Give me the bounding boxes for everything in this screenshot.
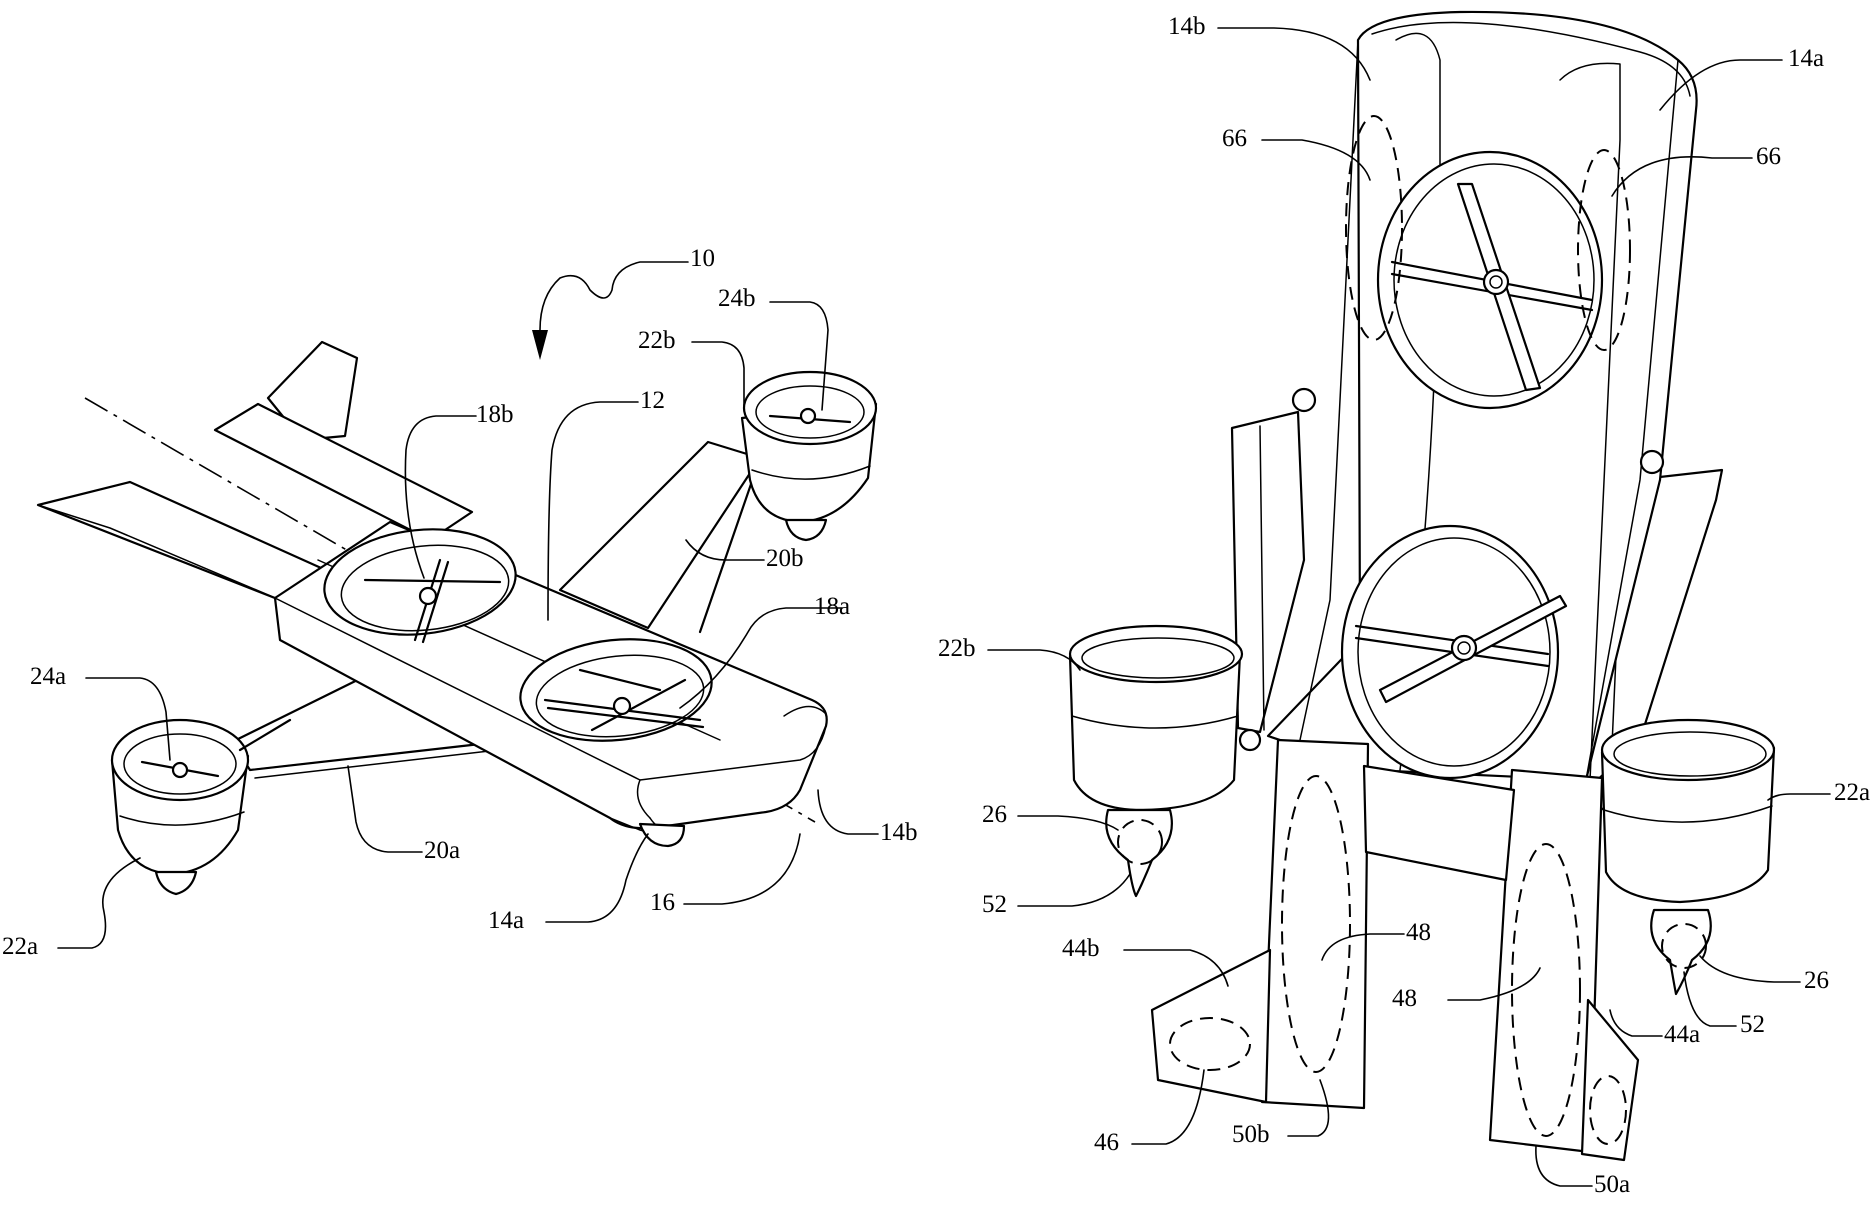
engine-pod-22b-vertical xyxy=(1070,626,1242,896)
leader-22a-right xyxy=(1768,794,1830,800)
label-14a-right: 14a xyxy=(1788,45,1824,72)
label-48-lower: 48 xyxy=(1392,985,1417,1012)
label-22b: 22b xyxy=(638,327,676,354)
leader-44a xyxy=(1610,1010,1662,1036)
leader-14b xyxy=(818,790,878,834)
label-18b: 18b xyxy=(476,401,514,428)
leader-20a xyxy=(348,766,422,852)
leg-crossbar xyxy=(1364,766,1514,880)
leader-10 xyxy=(540,262,688,330)
label-20b: 20b xyxy=(766,545,804,572)
leg-left xyxy=(1262,740,1368,1108)
label-52-right: 52 xyxy=(1740,1011,1765,1038)
label-14b-right: 14b xyxy=(1168,13,1206,40)
label-46: 46 xyxy=(1094,1129,1119,1156)
label-44b: 44b xyxy=(1062,935,1100,962)
label-22a-right: 22a xyxy=(1834,779,1870,806)
leader-22b-right xyxy=(988,650,1080,670)
foot-44b xyxy=(1152,950,1270,1102)
label-48-upper: 48 xyxy=(1406,919,1431,946)
stabilizer-left xyxy=(38,482,330,600)
leader-52-left xyxy=(1018,874,1130,906)
aircraft-horizontal-view xyxy=(38,342,876,894)
label-18a: 18a xyxy=(814,593,850,620)
label-24b: 24b xyxy=(718,285,756,312)
label-24a: 24a xyxy=(30,663,66,690)
engine-pod-22a-vertical xyxy=(1602,720,1774,994)
label-22b-right: 22b xyxy=(938,635,976,662)
label-52-left: 52 xyxy=(982,891,1007,918)
label-44a: 44a xyxy=(1664,1021,1700,1048)
label-22a: 22a xyxy=(2,933,38,960)
label-66-right: 66 xyxy=(1756,143,1781,170)
label-10: 10 xyxy=(690,245,715,272)
leader-66-left xyxy=(1262,140,1370,180)
label-26-left: 26 xyxy=(982,801,1007,828)
foot-44a xyxy=(1582,1000,1638,1160)
joint-upper-left xyxy=(1293,389,1315,411)
label-16: 16 xyxy=(650,889,675,916)
aircraft-vertical-view xyxy=(1070,12,1774,1160)
wing-20b xyxy=(560,442,760,628)
label-50b: 50b xyxy=(1232,1121,1270,1148)
arrow-10 xyxy=(532,330,548,360)
label-12: 12 xyxy=(640,387,665,414)
leader-16 xyxy=(684,834,800,904)
leader-14a xyxy=(546,834,648,922)
leader-26-left xyxy=(1018,816,1118,830)
label-26-right: 26 xyxy=(1804,967,1829,994)
leader-22a xyxy=(58,858,140,948)
label-14b: 14b xyxy=(880,819,918,846)
label-20a: 20a xyxy=(424,837,460,864)
label-50a: 50a xyxy=(1594,1171,1630,1198)
leader-52-right xyxy=(1684,972,1736,1026)
fan-upper xyxy=(1378,152,1602,408)
joint-lower-left xyxy=(1240,730,1260,750)
engine-pod-22b xyxy=(742,372,876,540)
side-panel-left xyxy=(1232,412,1304,732)
leader-26-right xyxy=(1700,956,1800,982)
label-66-left: 66 xyxy=(1222,125,1247,152)
label-14a: 14a xyxy=(488,907,524,934)
joint-upper-right xyxy=(1641,451,1663,473)
leader-22b xyxy=(692,342,744,410)
leader-14b-right xyxy=(1218,28,1370,80)
